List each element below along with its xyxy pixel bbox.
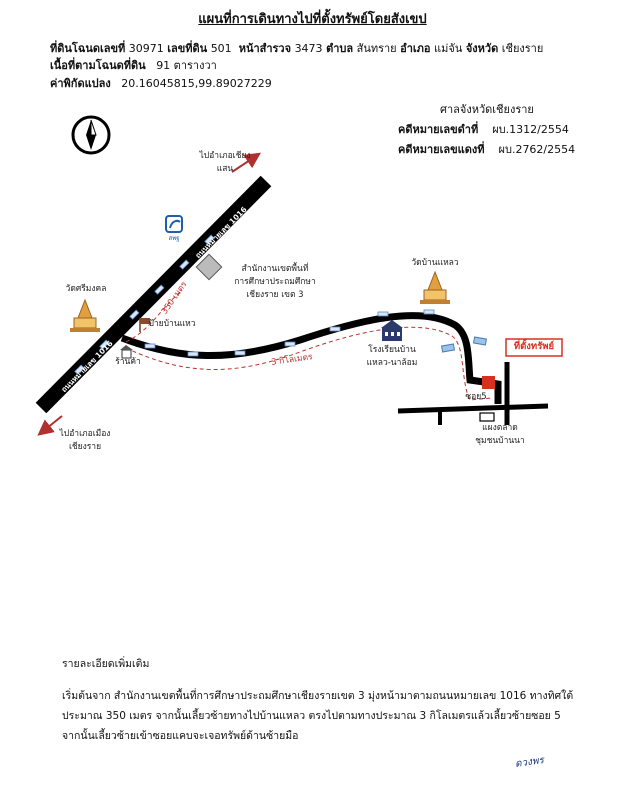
school-icon bbox=[381, 320, 403, 341]
marker-icon bbox=[440, 343, 456, 353]
black-case-line: คดีหมายเลขดำที่ ผบ.1312/2554 bbox=[398, 123, 569, 136]
school-label: โรงเรียนบ้านแหลว-นาล้อม bbox=[366, 345, 418, 368]
to-chiangrai-label: ไปอำเภอเมืองเชียงราย bbox=[59, 429, 111, 452]
branch-direction-arrows bbox=[144, 309, 435, 357]
compass-icon bbox=[71, 115, 111, 155]
deed-info-line: ที่ดินโฉนดเลขที่ 30971 เลขที่ดิน 501 หน้… bbox=[50, 42, 544, 55]
property-label-box bbox=[505, 338, 563, 357]
market-label: แผงตลาดชุมชนบ้านนา bbox=[475, 423, 525, 446]
market-icon bbox=[479, 412, 495, 422]
sign-label: ป้ายบ้านแหว bbox=[148, 319, 196, 329]
soi-5-road bbox=[397, 403, 549, 414]
shop-icon bbox=[120, 345, 133, 359]
office-label: สำนักงานเขตพื้นที่การศึกษาประถมศึกษาเชีย… bbox=[234, 264, 316, 300]
property-marker-icon bbox=[482, 376, 495, 389]
details-heading: รายละเอียดเพิ่มเติม bbox=[62, 658, 150, 670]
temple-banlaew-icon bbox=[420, 270, 450, 304]
details-paragraph: เริ่มต้นจาก สำนักงานเขตพื้นที่การศึกษาปร… bbox=[62, 690, 574, 742]
highway-direction-arrows bbox=[74, 234, 215, 375]
temple-banlaew-label: วัดบ้านแหลว bbox=[411, 258, 459, 268]
office-logo-icon bbox=[165, 215, 183, 233]
to-chiangsaen-label: ไปอำเภอเชียงแสน bbox=[199, 151, 251, 174]
sign-flag-icon bbox=[139, 318, 150, 332]
property-label: ที่ตั้งทรัพย์ bbox=[513, 341, 555, 352]
page-title: แผนที่การเดินทางไปที่ตั้งทรัพย์โดยสังเขป bbox=[198, 12, 427, 27]
marker-icon bbox=[472, 336, 488, 346]
shop-label: ร้านค้า bbox=[115, 357, 141, 367]
court-name: ศาลจังหวัดเชียงราย bbox=[440, 103, 534, 116]
south-arrow-icon bbox=[37, 415, 63, 436]
coord-line: ค่าพิกัดแปลง 20.16045815,99.89027229 bbox=[50, 77, 272, 90]
area-line: เนื้อที่ตามโฉนดที่ดิน 91 ตารางวา bbox=[50, 59, 217, 72]
soi-5-label: ซอย5 bbox=[465, 392, 487, 402]
north-arrow-icon bbox=[231, 152, 261, 173]
office-logo-text: สพฐ bbox=[168, 235, 180, 242]
temple-srimongkol-label: วัดศรีมงคล bbox=[65, 284, 107, 294]
office-building-icon bbox=[195, 253, 223, 281]
red-case-line: คดีหมายเลขแดงที่ ผบ.2762/2554 bbox=[398, 143, 576, 156]
temple-srimongkol-icon bbox=[70, 298, 100, 332]
route-350m bbox=[125, 291, 181, 343]
